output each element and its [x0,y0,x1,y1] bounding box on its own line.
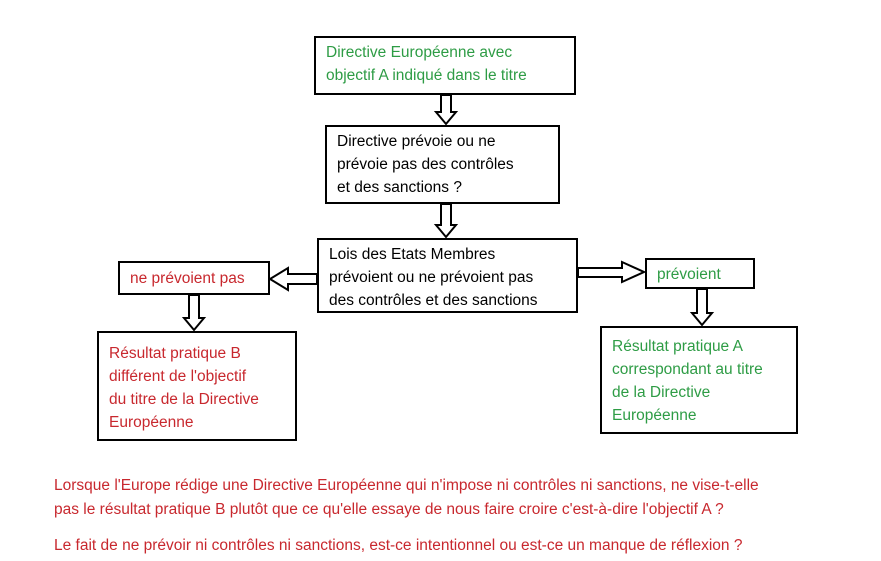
arrow-down-directive-to-question [433,94,459,126]
result-b-line-2: différent de l'objectif [109,368,247,385]
footer-question-1-line-2: pas le résultat pratique B plutôt que ce… [54,501,724,518]
member-states-laws-box: Lois des Etats Membres prévoient ou ne p… [317,238,578,313]
arrow-down-question-to-member-states [433,203,459,239]
arrow-down-to-result-b [181,294,207,332]
no-provision-box: ne prévoient pas [118,261,270,295]
directive-question-line-2: prévoie pas des contrôles [337,156,514,173]
result-b-box: Résultat pratique B différent de l'objec… [97,331,297,441]
result-a-line-2: correspondant au titre [612,361,763,378]
arrow-left-to-no-provision [268,266,318,292]
provision-label: prévoient [657,266,721,283]
directive-objective-box: Directive Européenne avec objectif A ind… [314,36,576,95]
directive-question-line-3: et des sanctions ? [337,179,462,196]
footer-question-1-line-1: Lorsque l'Europe rédige une Directive Eu… [54,477,759,494]
result-a-line-1: Résultat pratique A [612,338,743,355]
directive-controls-question-box: Directive prévoie ou ne prévoie pas des … [325,125,560,204]
result-b-line-1: Résultat pratique B [109,345,241,362]
footer-question-2-line-1: Le fait de ne prévoir ni contrôles ni sa… [54,537,743,554]
no-provision-label: ne prévoient pas [130,270,245,287]
arrow-right-to-provision [577,260,647,284]
member-states-line-3: des contrôles et des sanctions [329,292,538,309]
member-states-line-1: Lois des Etats Membres [329,246,496,263]
result-b-line-4: Européenne [109,414,194,431]
directive-objective-line-2: objectif A indiqué dans le titre [326,67,527,84]
footer-question-2: Le fait de ne prévoir ni contrôles ni sa… [54,534,742,558]
result-b-line-3: du titre de la Directive [109,391,259,408]
provision-box: prévoient [645,258,755,289]
result-a-box: Résultat pratique A correspondant au tit… [600,326,798,434]
result-a-line-4: Européenne [612,407,697,424]
arrow-down-to-result-a [689,288,715,327]
member-states-line-2: prévoient ou ne prévoient pas [329,269,534,286]
result-a-line-3: de la Directive [612,384,711,401]
directive-question-line-1: Directive prévoie ou ne [337,133,496,150]
directive-objective-line-1: Directive Européenne avec [326,44,513,61]
footer-question-1: Lorsque l'Europe rédige une Directive Eu… [54,474,759,522]
